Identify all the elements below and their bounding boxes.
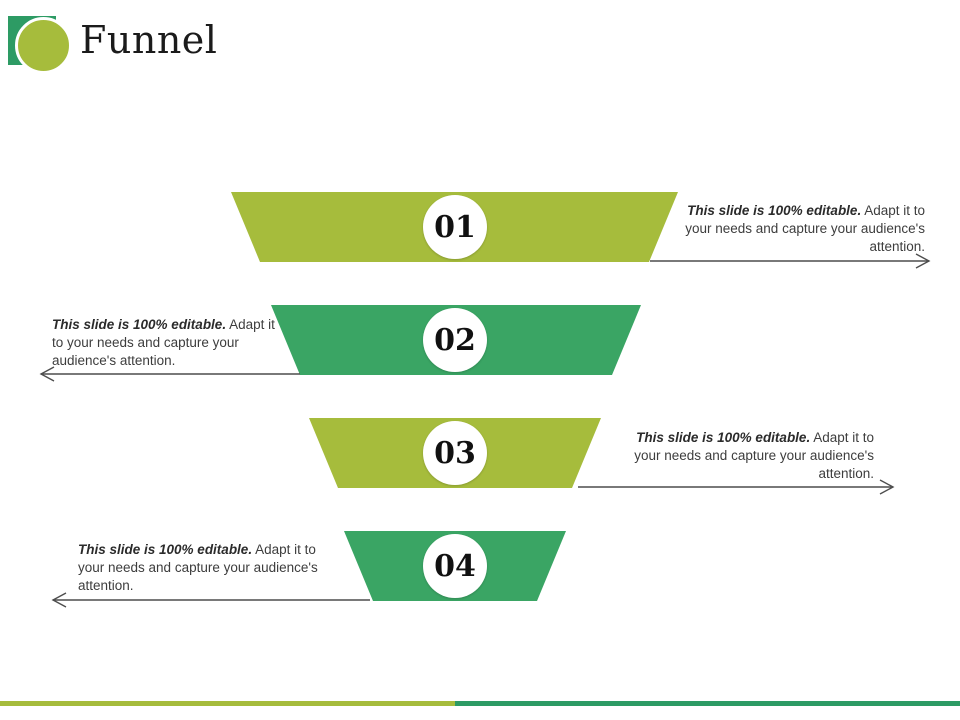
note-emphasis: This slide is 100% editable. bbox=[687, 203, 862, 218]
page-title: Funnel bbox=[80, 18, 218, 62]
logo-circle-icon bbox=[15, 17, 72, 74]
note-emphasis: This slide is 100% editable. bbox=[78, 542, 253, 557]
arrow-right-icon bbox=[578, 479, 895, 495]
arrow-left-icon bbox=[51, 592, 370, 608]
level-number-badge-01: 01 bbox=[423, 195, 487, 259]
level-number-badge-02: 02 bbox=[423, 308, 487, 372]
arrow-right-icon bbox=[650, 253, 931, 269]
arrow-left-icon bbox=[39, 366, 300, 382]
level-note-02: This slide is 100% editable. Adapt it to… bbox=[52, 316, 284, 370]
note-body: Adapt it to your needs and capture your … bbox=[78, 542, 318, 593]
note-emphasis: This slide is 100% editable. bbox=[636, 430, 811, 445]
note-body: Adapt it to your needs and capture your … bbox=[685, 203, 925, 254]
level-note-03: This slide is 100% editable. Adapt it to… bbox=[616, 429, 874, 483]
footer-stripe bbox=[0, 701, 960, 706]
level-number: 03 bbox=[434, 435, 476, 471]
level-note-04: This slide is 100% editable. Adapt it to… bbox=[78, 541, 326, 595]
level-number-badge-03: 03 bbox=[423, 421, 487, 485]
footer-stripe-right bbox=[455, 701, 960, 706]
level-number-badge-04: 04 bbox=[423, 534, 487, 598]
note-body: Adapt it to your needs and capture your … bbox=[52, 317, 275, 368]
note-emphasis: This slide is 100% editable. bbox=[52, 317, 227, 332]
note-body: Adapt it to your needs and capture your … bbox=[634, 430, 874, 481]
footer-stripe-left bbox=[0, 701, 455, 706]
level-number: 04 bbox=[434, 548, 476, 584]
level-number: 02 bbox=[434, 322, 476, 358]
level-number: 01 bbox=[434, 209, 476, 245]
level-note-01: This slide is 100% editable. Adapt it to… bbox=[667, 202, 925, 256]
